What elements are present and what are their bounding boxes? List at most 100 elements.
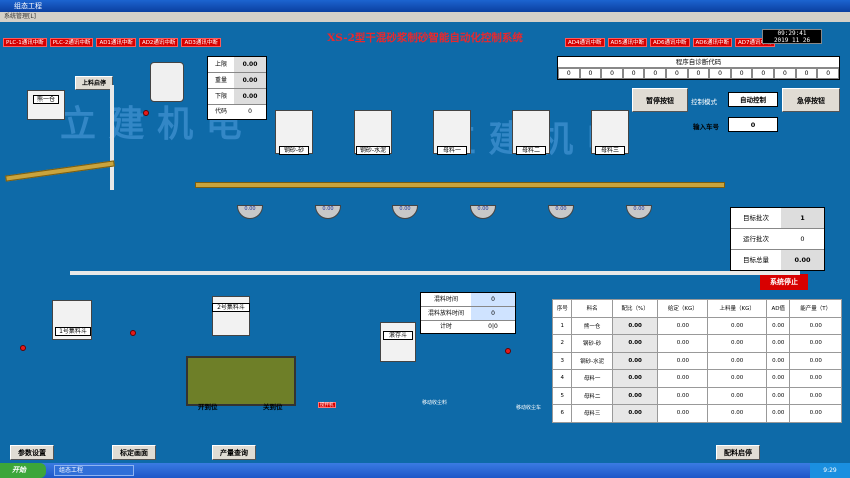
start-button[interactable]: 开始 [0,463,46,478]
pause-button[interactable]: 暂停按钮 [632,88,688,112]
taskbar-item[interactable]: 组态工程 [54,465,134,476]
col-no: 序号 [551,299,573,318]
batch-row: 运行批次 0 [731,229,824,250]
clock-date: 2019 11 26 [773,37,811,44]
cell-ratio[interactable]: 0.00 [611,369,659,388]
limits-panel: 上限 0.00 重量 0.00 下限 0.00 代码 0 [207,56,267,120]
limit-value: 0.00 [234,89,266,104]
raw-silo-label: 熊一仓 [33,95,59,104]
recipe-table-header: 序号 料名 配比（%） 给定（KG） 上料量（KG） AD值 能产量（T） [551,299,842,318]
storage-hopper [380,322,416,362]
batch-label: 运行批次 [743,235,769,243]
col-load: 上料量（KG） [707,299,768,318]
timer-value: 0|0 [488,323,498,330]
diag-codes: 0 0 0 0 0 0 0 0 0 0 0 0 0 [558,68,839,79]
taskbar: 开始 组态工程 9:29 [0,463,850,478]
comm-status-left: PLC-1通讯中断 PLC-2通讯中断 AD1通讯中断 AD2通讯中断 AD3通… [3,38,221,47]
cell-ad: 0.00 [766,351,791,370]
limit-value: 0.00 [234,73,266,88]
menu-system[interactable]: 系统管理[L] [4,13,37,20]
cell-load: 0.00 [707,334,768,353]
cell-no: 6 [551,404,573,423]
taskbar-clock: 9:29 [810,463,850,478]
cell-set: 0.00 [657,351,709,370]
cell-load: 0.00 [707,351,768,370]
table-row: 6 母料三 0.00 0.00 0.00 0.00 0.00 [551,404,842,423]
feed-toggle-button[interactable]: 上料启停 [75,76,113,90]
belt-conveyor [195,182,725,188]
cell-no: 1 [551,316,573,335]
comm-status-item: AD3通讯中断 [181,38,221,47]
limit-row: 代码 0 [208,105,266,119]
col-name: 料名 [571,299,613,318]
comm-status-item: AD6通讯中断 [650,38,690,47]
timer-panel: 混料时间 0 混料放料时间 0 计时 0|0 [420,292,516,334]
cell-output: 0.00 [789,404,842,423]
cell-ratio[interactable]: 0.00 [611,386,659,405]
diag-code: 0 [817,68,839,79]
clock-time: 09:29:41 [777,30,807,37]
cell-ad: 0.00 [766,369,791,388]
cell-load: 0.00 [707,316,768,335]
cell-name: 钢砂-砂 [571,334,613,353]
limit-value: 0 [248,108,252,115]
limit-row: 重量 0.00 [208,73,266,89]
cell-set: 0.00 [657,386,709,405]
cell-set: 0.00 [657,369,709,388]
motor-label: 搅拌机 [318,402,336,408]
comm-status-right: AD4通讯中断 AD5通讯中断 AD6通讯中断 AD6通讯中断 AD7通讯中断 [565,38,775,47]
timer-row: 混料时间 0 [421,293,515,307]
diag-code: 0 [622,68,645,79]
params-button[interactable]: 参数设置 [10,445,54,460]
mixer2-label: 2号集料斗 [212,303,250,312]
batch-row: 目标批次 1 [731,208,824,229]
menu-bar[interactable]: 系统管理[L] [0,12,850,22]
status-light [20,345,26,351]
batch-value: 0 [800,235,805,243]
elevator-pipe [110,85,114,190]
system-stop-button[interactable]: 系统停止 [760,274,808,290]
truck-input[interactable]: 0 [728,117,778,132]
limit-label: 上限 [214,61,227,68]
output-query-button[interactable]: 产量查询 [212,445,256,460]
cell-name: 母料二 [571,386,613,405]
comm-status-item: AD2通讯中断 [138,38,179,47]
mixer-body [186,356,296,406]
cell-ratio[interactable]: 0.00 [611,334,659,353]
move-left-label: 移动收尘料 [422,400,448,406]
estop-button[interactable]: 急停按钮 [782,88,840,112]
recipe-table: 序号 料名 配比（%） 给定（KG） 上料量（KG） AD值 能产量（T） 1 … [551,299,842,423]
dosing-toggle-button[interactable]: 配料启停 [716,445,760,460]
window-title: 组态工程 [14,2,42,10]
cell-load: 0.00 [707,404,768,423]
diag-code: 0 [795,68,818,79]
diag-code: 0 [579,68,602,79]
cell-load: 0.00 [707,386,768,405]
cell-ratio[interactable]: 0.00 [611,351,659,370]
calibration-button[interactable]: 标定画面 [112,445,156,460]
cell-no: 5 [551,386,573,405]
cell-ratio[interactable]: 0.00 [611,404,659,423]
cell-ratio[interactable]: 0.00 [611,316,659,335]
diag-title: 程序自诊断代码 [558,57,839,68]
timer-label: 混料放料时间 [427,310,464,317]
cell-no: 3 [551,351,573,370]
cell-output: 0.00 [789,369,842,388]
diag-code: 0 [558,68,580,79]
truck-label: 输入车号 [693,123,719,131]
comm-status-item: AD1通讯中断 [96,38,136,47]
batch-value[interactable]: 1 [781,208,824,228]
limit-value: 0.00 [234,57,266,72]
diag-code: 0 [687,68,710,79]
limit-row: 下限 0.00 [208,89,266,105]
batch-value[interactable]: 0.00 [781,250,824,270]
timer-label: 计时 [439,323,452,330]
batch-row: 目标总量 0.00 [731,250,824,270]
status-light [143,110,149,116]
scale-gauge: 0.00 [315,205,341,219]
mode-select[interactable]: 自动控制 [728,92,778,107]
diag-code: 0 [752,68,775,79]
diag-code: 0 [666,68,688,79]
cell-ad: 0.00 [766,316,791,335]
timer-row: 计时 0|0 [421,321,515,333]
